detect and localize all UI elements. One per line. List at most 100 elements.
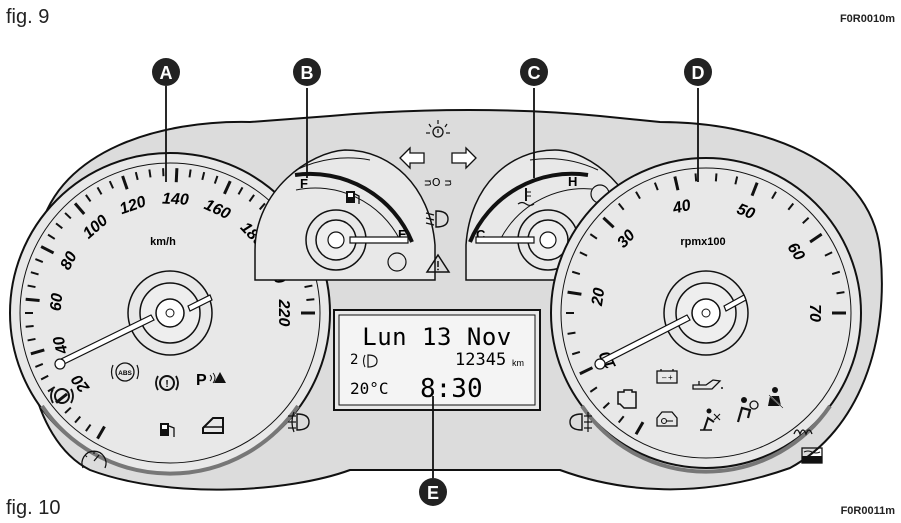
minor-tick [47, 386, 56, 393]
minor-tick [25, 325, 34, 328]
minor-tick [96, 186, 103, 195]
display-temperature: 20°C [350, 379, 389, 398]
minor-tick [248, 194, 255, 202]
front-fog-light-icon [569, 412, 592, 432]
svg-text:D: D [692, 63, 705, 83]
minor-tick [40, 374, 49, 381]
temp-needle [475, 236, 535, 244]
minor-tick [836, 291, 845, 295]
glow-plug-icon [793, 429, 813, 436]
minor-tick [85, 424, 92, 432]
minor-tick [30, 271, 39, 276]
minor-tick [617, 415, 625, 424]
svg-text:C: C [528, 63, 541, 83]
major-tick [634, 421, 645, 435]
scale-label: 50 [734, 201, 757, 223]
major-tick [579, 366, 594, 376]
tachometer-lower-arc [580, 404, 832, 474]
lighting-system-failure-icon [426, 120, 450, 138]
center-warning-lights: ᴝO ᴝ [399, 120, 477, 273]
minor-tick [694, 173, 698, 182]
coolant-temperature-icon [517, 188, 535, 207]
fuel-gauge: F E [254, 149, 436, 281]
callout-a: A [152, 58, 180, 86]
airbag-icon [736, 397, 759, 423]
minor-tick [201, 171, 206, 181]
svg-text:B: B [301, 63, 314, 83]
fuel-pump-icon [346, 191, 360, 204]
fuel-reserve-icon [160, 423, 175, 437]
minor-tick [635, 191, 641, 200]
major-tick [121, 175, 129, 190]
tachometer-ticks [566, 173, 846, 435]
minor-tick [27, 284, 36, 289]
minor-tick [85, 194, 92, 202]
minor-tick [571, 270, 581, 276]
speedometer-unit: km/h [150, 236, 176, 248]
speedo-warning-lights: ABS ! P [50, 362, 310, 469]
tach-warning-lights: – + [569, 369, 823, 464]
brake-failure-icon [50, 388, 74, 404]
minor-tick [589, 386, 598, 393]
minor-tick [802, 217, 810, 224]
cruise-control-icon [81, 450, 107, 469]
figure-label-bottom: fig. 10 [6, 497, 61, 519]
minor-tick [188, 169, 192, 178]
display-odometer-unit: km [512, 358, 524, 368]
airbag-deactivation-icon [700, 408, 721, 431]
seat-belt-icon [768, 387, 784, 409]
figure-label-top: fig. 9 [6, 6, 50, 28]
dipped-beam-icon [425, 210, 449, 228]
display-odometer: 12345 [455, 350, 506, 370]
minor-tick [35, 362, 44, 368]
display-date: Lun 13 Nov [362, 323, 512, 351]
fuel-needle [349, 236, 409, 244]
scale-label: 70 [806, 304, 823, 322]
figure-code-bottom: F0R0011m [840, 505, 895, 517]
scale-label: 40 [670, 197, 692, 218]
minor-tick [306, 298, 315, 301]
callout-d: D [684, 58, 712, 86]
figure-code-top: F0R0010m [839, 13, 895, 25]
major-tick [809, 232, 823, 244]
svg-text:–: – [662, 373, 667, 382]
callout-e: E [419, 478, 447, 506]
minor-tick [134, 171, 139, 181]
water-in-fuel-icon [801, 447, 823, 464]
minor-tick [653, 182, 659, 191]
svg-text:A: A [160, 63, 173, 83]
temp-cold-label: C [476, 227, 486, 242]
minor-tick [734, 176, 739, 185]
major-tick [174, 168, 179, 183]
scale-label: 140 [162, 191, 190, 209]
scale-label: 60 [48, 292, 67, 311]
minor-tick [571, 350, 581, 356]
svg-text:P: P [196, 372, 207, 389]
callout-b: B [293, 58, 321, 86]
minor-tick [74, 415, 82, 424]
minor-tick [237, 186, 244, 195]
multifunction-display: Lun 13 Nov 2 12345 km 20°C 8:30 [333, 309, 541, 411]
scale-label: 20 [589, 287, 609, 308]
left-indicator-icon [399, 146, 425, 170]
minor-tick [35, 258, 44, 264]
general-warning-icon [425, 253, 451, 273]
minor-tick [108, 180, 114, 189]
minor-tick [771, 191, 777, 200]
major-tick [750, 182, 759, 197]
minor-tick [589, 233, 598, 240]
minor-tick [602, 402, 610, 409]
major-tick [223, 180, 232, 195]
minor-tick [787, 202, 795, 211]
abs-icon: ABS [110, 362, 140, 382]
svg-text:!: ! [165, 379, 168, 390]
minor-tick [714, 173, 718, 182]
rear-fog-light-icon [288, 411, 310, 433]
tachometer-unit: rpmx100 [680, 236, 725, 248]
minor-tick [47, 233, 56, 240]
svg-text:E: E [427, 483, 439, 503]
major-tick [40, 245, 55, 255]
handbrake-icon: ! [155, 375, 179, 391]
minor-tick [567, 331, 576, 335]
minor-tick [579, 251, 588, 257]
